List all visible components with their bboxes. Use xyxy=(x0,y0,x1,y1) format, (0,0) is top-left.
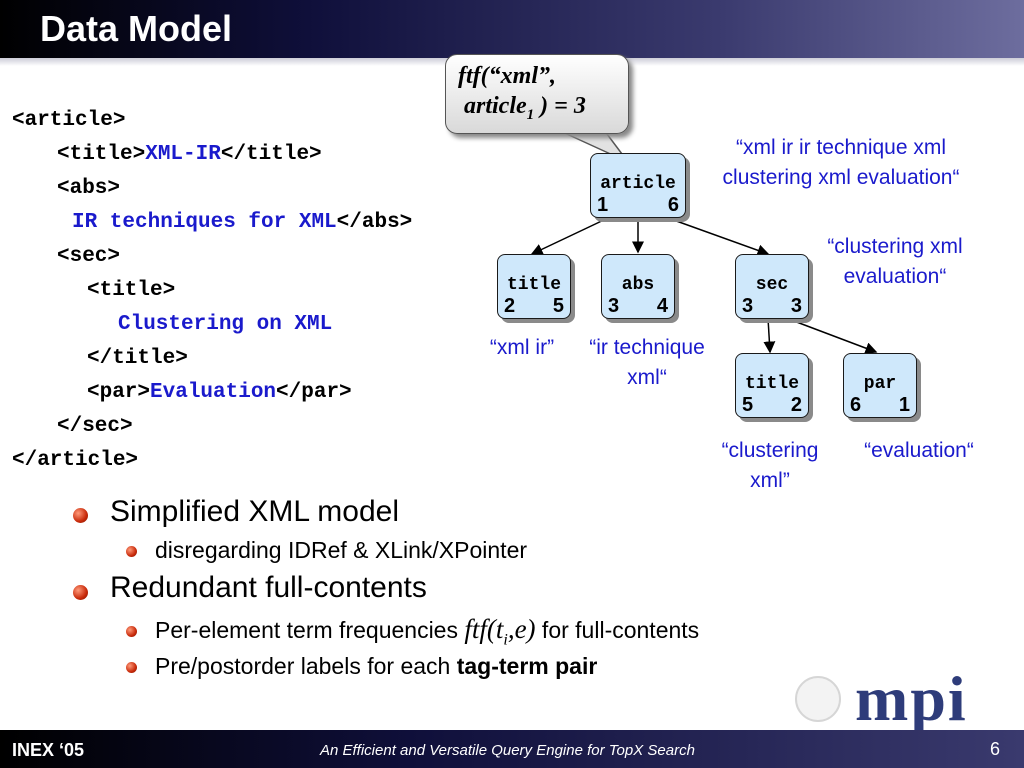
code-tag: <abs> xyxy=(57,177,121,200)
callout-line-1: ftf(“xml”, xyxy=(458,63,556,89)
title-bar: Data Model xyxy=(0,0,1024,58)
callout-subscript: 1 xyxy=(526,106,535,123)
node-preorder: 2 xyxy=(504,295,516,317)
mpi-logo: mpi xyxy=(855,663,968,734)
callout-text: ftf(“xml”, article1 ) = 3 xyxy=(458,61,586,130)
footer-talk-title: An Efficient and Versatile Query Engine … xyxy=(320,742,695,759)
bullet-icon xyxy=(73,508,88,523)
code-tag: <article> xyxy=(12,109,126,132)
subbullet-prepostorder: Pre/postorder labels for each tag-term p… xyxy=(155,653,597,680)
callout-line-2: article xyxy=(464,93,527,119)
code-line-9: <par>Evaluation</par> xyxy=(87,382,352,403)
code-line-4: IR techniques for XML</abs> xyxy=(72,212,412,233)
ftf-formula: ftf(ti,e) xyxy=(464,614,536,648)
node-preorder: 5 xyxy=(742,394,754,416)
node-preorder: 1 xyxy=(597,194,609,216)
footer-bar: INEX ‘05 An Efficient and Versatile Quer… xyxy=(0,730,1024,768)
footer-conference: INEX ‘05 xyxy=(12,740,85,760)
bullet-icon xyxy=(126,546,137,557)
code-tag: </title> xyxy=(220,143,322,166)
edge-article-sec xyxy=(667,217,770,257)
code-line-7: Clustering on XML xyxy=(118,314,332,335)
fullcontent-sec: “clustering xml evaluation“ xyxy=(827,235,963,288)
node-tag: sec xyxy=(755,275,789,295)
code-text: Evaluation xyxy=(150,381,277,404)
bullet-icon xyxy=(126,626,137,637)
code-line-5: <sec> xyxy=(57,246,120,267)
code-line-2: <title>XML-IR</title> xyxy=(57,144,322,165)
node-preorder: 3 xyxy=(608,295,620,317)
node-tag: title xyxy=(506,275,561,295)
tree-node-title: title 2 5 xyxy=(497,254,571,319)
code-tag: <sec> xyxy=(57,245,121,268)
subbullet-bold-text: tag-term pair xyxy=(456,653,598,679)
fullcontent-title: “xml ir” xyxy=(489,336,555,359)
node-tag: par xyxy=(863,374,897,394)
fullcontent-sec-title: “clustering xml” xyxy=(721,439,819,492)
tree-node-par: par 6 1 xyxy=(843,353,917,418)
code-text: XML-IR xyxy=(145,143,221,166)
node-postorder: 2 xyxy=(790,394,802,416)
tree-node-article: article 1 6 xyxy=(590,153,686,218)
code-line-10: </sec> xyxy=(57,416,133,437)
node-preorder: 6 xyxy=(850,394,862,416)
code-line-8: </title> xyxy=(87,348,188,369)
bullet-icon xyxy=(73,585,88,600)
callout-line-2-end: ) = 3 xyxy=(534,93,586,119)
node-postorder: 6 xyxy=(667,194,679,216)
formula-part: ,e) xyxy=(507,614,536,644)
code-tag: <title> xyxy=(87,279,176,302)
formula-subscript: i xyxy=(503,631,508,649)
tree-node-sec: sec 3 3 xyxy=(735,254,809,319)
node-tag: title xyxy=(744,374,799,394)
code-line-3: <abs> xyxy=(57,178,120,199)
node-postorder: 5 xyxy=(552,295,564,317)
node-tag: article xyxy=(600,174,676,194)
code-tag: </title> xyxy=(87,347,188,370)
code-tag: </abs> xyxy=(336,211,413,234)
code-tag: </sec> xyxy=(57,415,133,438)
fullcontent-par: “evaluation“ xyxy=(864,439,974,462)
bullet-simplified-model: Simplified XML model xyxy=(110,495,399,528)
node-postorder: 4 xyxy=(656,295,668,317)
code-text: Clustering on XML xyxy=(118,313,333,336)
node-tag: abs xyxy=(621,275,655,295)
code-line-6: <title> xyxy=(87,280,175,301)
code-line-11: </article> xyxy=(12,450,138,471)
edge-sec-title xyxy=(763,317,776,354)
subbullet-text: Per-element term frequencies xyxy=(155,617,465,643)
fullcontent-abs: “ir technique xml“ xyxy=(589,336,705,389)
minerva-seal-icon xyxy=(795,676,841,722)
code-text: IR techniques for XML xyxy=(72,211,337,234)
subbullet-text: for full-contents xyxy=(535,617,700,643)
code-tag: <title> xyxy=(57,143,146,166)
bullet-icon xyxy=(126,662,137,673)
code-tag: </par> xyxy=(276,381,352,404)
code-line-1: <article> xyxy=(12,110,125,131)
subbullet-text: Pre/postorder labels for each xyxy=(155,653,457,679)
edge-article-title xyxy=(530,217,609,255)
ftf-callout: ftf(“xml”, article1 ) = 3 xyxy=(445,54,629,134)
subbullet-disregarding: disregarding IDRef & XLink/XPointer xyxy=(155,537,528,563)
formula-part: ftf(t xyxy=(464,614,504,644)
slide-title: Data Model xyxy=(40,8,233,49)
edge-sec-par xyxy=(785,317,878,354)
tree-node-abs: abs 3 4 xyxy=(601,254,675,319)
slide-number: 6 xyxy=(990,739,1001,759)
bullet-redundant-fullcontents: Redundant full-contents xyxy=(110,571,427,604)
tree-node-sec-title: title 5 2 xyxy=(735,353,809,418)
node-postorder: 1 xyxy=(898,394,910,416)
code-tag: </article> xyxy=(12,449,139,472)
node-postorder: 3 xyxy=(790,295,802,317)
fullcontent-article: “xml ir ir technique xml clustering xml … xyxy=(722,136,960,189)
node-preorder: 3 xyxy=(742,295,754,317)
subbullet-term-frequencies: Per-element term frequencies ftf(ti,e) f… xyxy=(155,614,699,649)
code-tag: <par> xyxy=(87,381,151,404)
